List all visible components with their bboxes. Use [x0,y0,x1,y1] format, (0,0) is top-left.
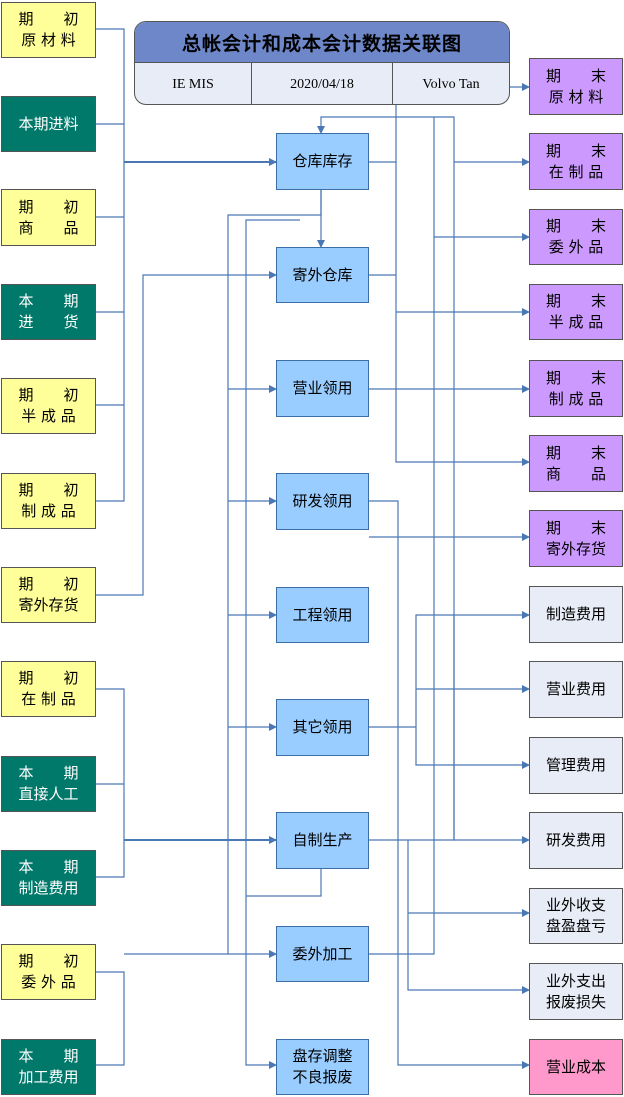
cost-of-sales-box: 营业成本 [529,1039,623,1095]
closing-finished-goods-box: 期 末 制 成 品 [529,360,623,417]
opening-outsourced-box: 期 初 委 外 品 [1,944,96,1000]
date-label: 2020/04/18 [252,63,393,104]
connector-line [96,28,125,502]
connector-line [96,971,125,1066]
non-operating-expense-box: 业外支出 报废损失 [529,963,623,1020]
connector-line [415,685,530,727]
rd-usage-box: 研发领用 [276,473,369,530]
opening-wip-box: 期 初 在 制 品 [1,661,96,717]
closing-raw-materials-box: 期 末 原 材 料 [529,58,623,115]
other-usage-box: 其它领用 [276,699,369,756]
period-processing-fee-box: 本 期 加工费用 [1,1039,96,1095]
connector-line [245,219,300,1069]
period-direct-labor-box: 本 期 直接人工 [1,756,96,812]
opening-raw-materials-box: 期 初 原 材 料 [1,2,96,58]
opening-finished-goods-box: 期 初 制 成 品 [1,473,96,529]
in-house-production-box: 自制生产 [276,812,369,869]
connector-line [407,840,530,917]
opening-semi-finished-box: 期 初 半 成 品 [1,378,96,434]
period-stock-in-box: 本 期 进 货 [1,284,96,340]
non-operating-gain-loss-box: 业外收支 盘盈盘亏 [529,888,623,944]
period-overhead-box: 本 期 制造费用 [1,850,96,906]
opening-consigned-stock-box: 期 初 寄外存货 [1,567,96,623]
inventory-adjustment-box: 盘存调整 不良报废 [276,1039,369,1095]
warehouse-stock-box: 仓库库存 [276,133,369,190]
rd-expense-box: 研发费用 [529,812,623,869]
consignment-warehouse-box: 寄外仓库 [276,247,369,303]
closing-wip-box: 期 末 在 制 品 [529,133,623,190]
engineering-usage-box: 工程领用 [276,587,369,643]
connector-line [369,117,435,955]
connector-line [96,271,277,596]
sales-expense-box: 营业费用 [529,661,623,718]
outsourced-processing-box: 委外加工 [276,926,369,982]
title-card: 总帐会计和成本会计数据关联图 IE MIS 2020/04/18 Volvo T… [134,21,510,105]
closing-goods-box: 期 末 商 品 [529,435,623,492]
opening-goods-box: 期 初 商 品 [1,189,96,246]
connector-line [395,162,530,466]
diagram-title: 总帐会计和成本会计数据关联图 [135,22,509,63]
connector-line [227,190,322,954]
closing-semi-finished-box: 期 末 半 成 品 [529,284,623,340]
connector-line [407,913,530,994]
connector-line [369,726,530,769]
connector-line [369,500,530,1069]
connector-line [415,611,530,689]
connector-line [453,615,530,844]
closing-consigned-stock-box: 期 末 寄外存货 [529,510,623,567]
period-purchases-box: 本期进料 [1,96,96,152]
closing-outsourced-box: 期 末 委 外 品 [529,209,623,265]
sales-usage-box: 营业领用 [276,360,369,417]
connector-line [96,688,125,878]
manufacturing-expense-box: 制造费用 [529,586,623,643]
system-label: IE MIS [135,63,252,104]
author-label: Volvo Tan [422,77,480,92]
connector-line [317,116,455,841]
connector-line [246,868,322,897]
admin-expense-box: 管理费用 [529,737,623,794]
